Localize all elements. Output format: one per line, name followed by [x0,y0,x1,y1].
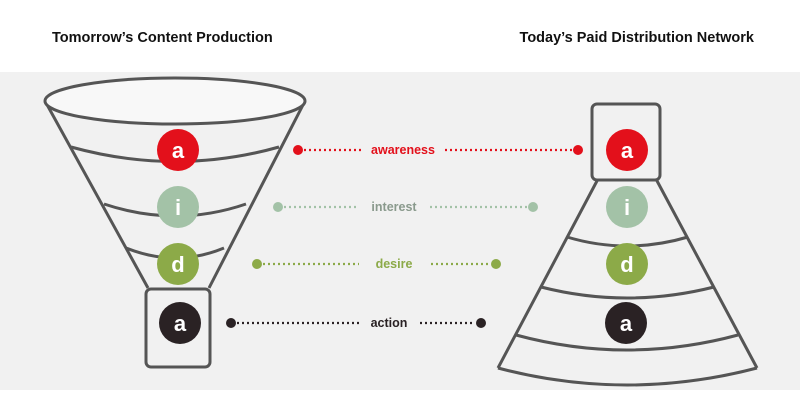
connector-endpoint-interest-left [273,202,283,212]
right-circle-desire [606,243,648,285]
left-title: Tomorrow’s Content Production [52,30,273,46]
stage-label-interest: interest [371,200,417,214]
left-circle-awareness [157,129,199,171]
background-band [0,72,800,390]
left-letter-awareness: a [172,138,185,163]
right-funnel-divider [515,333,739,352]
connector-endpoint-desire-right [491,259,501,269]
left-funnel-rim [43,76,307,126]
right-title: Today’s Paid Distribution Network [519,30,754,46]
stage-label-desire: desire [376,257,413,271]
connector-endpoint-awareness-left [293,145,303,155]
right-letter-action: a [620,311,633,336]
left-circle-interest [157,186,199,228]
right-circle-awareness [606,129,648,171]
left-letter-action: a [174,311,187,336]
stage-circles: a a i i d d a a [157,129,648,344]
right-letter-interest: i [624,195,630,220]
left-funnel-outline [43,100,307,289]
stage-label-action: action [371,316,408,330]
right-funnel-outline [496,178,759,369]
connector-endpoint-interest-right [528,202,538,212]
right-letter-desire: d [620,252,633,277]
left-circle-action [159,302,201,344]
right-funnel-base [497,366,758,387]
right-funnel-divider [540,285,715,300]
right-circle-action [605,302,647,344]
connector-endpoint-action-right [476,318,486,328]
connector-endpoint-action-left [226,318,236,328]
right-letter-awareness: a [621,138,634,163]
connector-endpoint-awareness-right [573,145,583,155]
stage-label-awareness: awareness [371,143,435,157]
right-circle-interest [606,186,648,228]
left-letter-interest: i [175,195,181,220]
connectors: awareness interest desire action [226,143,583,330]
connector-endpoint-desire-left [252,259,262,269]
left-letter-desire: d [171,252,184,277]
left-circle-desire [157,243,199,285]
